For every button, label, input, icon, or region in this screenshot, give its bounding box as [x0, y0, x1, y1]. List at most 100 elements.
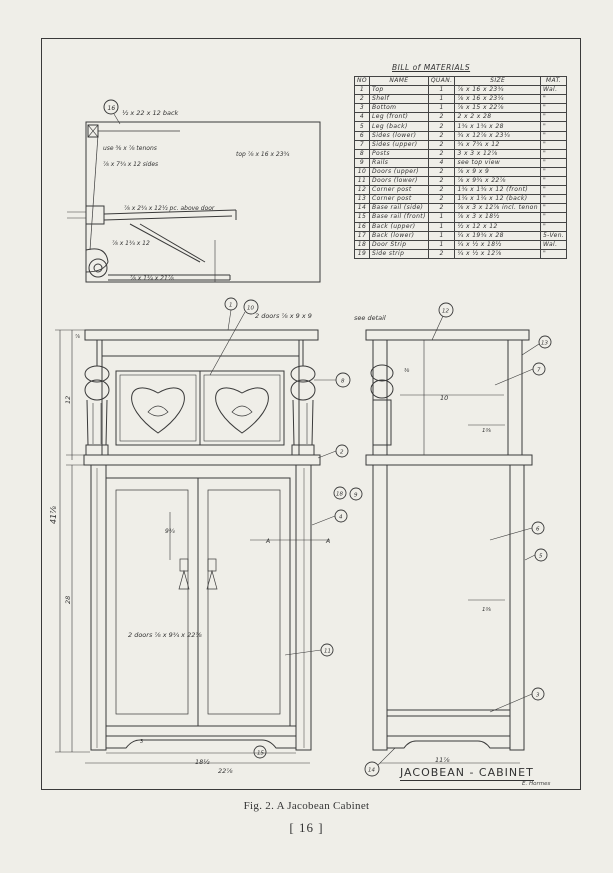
cell-name: Side strip [369, 248, 429, 259]
front-elevation [55, 329, 330, 764]
cell-mat: " [539, 139, 568, 150]
cell-no: 2 [353, 94, 371, 105]
cell-size: ¼ x ½ x 18½ [454, 239, 541, 250]
cell-size: ⅞ x 3 x 12⅞ incl. tenon [454, 203, 541, 214]
see-detail: see detail [354, 314, 386, 322]
table-header-row: NO NAME QUAN. SIZE MAT. [353, 75, 568, 87]
dim-door: 9¾ [165, 528, 175, 535]
cell-name: Leg (front) [369, 112, 429, 123]
cell-size: ⅞ x 16 x 23¾ [454, 85, 541, 96]
cell-quan: 2 [427, 203, 456, 214]
cell-name: Door Strip [369, 239, 429, 250]
bill-of-materials-title: BILL of MATERIALS [392, 63, 471, 72]
cell-no: 8 [353, 148, 371, 159]
cell-no: 13 [353, 194, 371, 205]
left-post [84, 340, 110, 456]
right-post [290, 340, 316, 456]
header-no: NO [353, 75, 371, 87]
cell-name: Corner post [369, 185, 429, 196]
cell-no: 6 [353, 130, 371, 141]
header-quan: QUAN. [427, 75, 456, 87]
cell-quan: 2 [427, 194, 456, 205]
cell-no: 3 [353, 103, 371, 114]
dim-lower: 28 [64, 596, 72, 604]
cell-quan: 2 [427, 130, 456, 141]
dim-depth: 10 [440, 394, 448, 402]
cell-mat: 5-Ven. [539, 230, 568, 241]
rail-note: ⅞ x 2¾ x 12½ pc. above door [124, 205, 215, 212]
cell-quan: 2 [427, 185, 456, 196]
cell-name: Sides (lower) [369, 130, 429, 141]
callout-13: 13 [541, 341, 548, 347]
section-a-right: A [325, 538, 330, 545]
cell-size: 1¼ x 1¼ x 12 (back) [454, 194, 541, 205]
cell-size: 3 x 3 x 12⅞ [454, 148, 541, 159]
callout-2: 2 [340, 450, 344, 456]
dim-side-width: 11⅞ [435, 756, 450, 764]
dim-width: 22⅞ [218, 767, 233, 775]
cell-mat: " [539, 248, 568, 259]
cell-size: ¼ x 19¾ x 28 [454, 230, 541, 241]
dim-base: 3 [140, 739, 143, 745]
cell-quan: 1 [427, 103, 456, 114]
cell-mat: " [539, 148, 568, 159]
cell-quan: 2 [427, 112, 456, 123]
page-number: [ 16 ] [289, 820, 324, 835]
cell-mat: " [539, 203, 568, 214]
callout-11: 11 [324, 649, 331, 655]
upper-doors-note: 2 doors ⅞ x 9 x 9 [255, 312, 312, 320]
side-elevation [365, 329, 533, 764]
cell-no: 17 [353, 230, 371, 241]
cell-mat: " [539, 103, 568, 114]
cell-name: Posts [369, 148, 429, 159]
cell-no: 4 [353, 112, 371, 123]
cell-size: 1¾ x 1¾ x 28 [454, 121, 541, 132]
cell-size: ⅞ x 9¾ x 22⅞ [454, 176, 541, 187]
cell-size: see top view [454, 157, 541, 168]
callout-16: 16 [108, 105, 116, 112]
dim-height: 41⅞ [49, 506, 58, 524]
draftsman-signature: E. Hormes [522, 781, 551, 787]
callout-12: 12 [442, 309, 449, 315]
cell-mat: Wal. [539, 85, 568, 96]
cell-quan: 2 [427, 248, 456, 259]
cell-size: ⅞ x 16 x 23¼ [454, 94, 541, 105]
cell-mat: " [539, 130, 568, 141]
cell-name: Base rail (front) [369, 212, 429, 223]
cell-name: Bottom [369, 103, 429, 114]
cell-size: ¾ x 7¾ x 12 [454, 139, 541, 150]
cell-no: 18 [353, 239, 371, 250]
cell-mat: Wal. [539, 239, 568, 250]
cell-quan: 1 [427, 221, 456, 232]
callout-18: 18 [336, 492, 343, 498]
sides-note: ⅞ x 7¾ x 12 sides [103, 161, 158, 168]
cell-name: Back (lower) [369, 230, 429, 241]
dim-c: 1⅜ [482, 607, 491, 613]
tenon-note: use ⅜ x ⅞ tenons [103, 145, 157, 152]
cell-mat: " [539, 157, 568, 168]
cell-no: 9 [353, 157, 371, 168]
cell-size: ⅞ x 3 x 18½ [454, 212, 541, 223]
cell-mat: " [539, 176, 568, 187]
top-note: top ⅞ x 16 x 23¾ [236, 151, 290, 158]
callout-10: 10 [247, 306, 254, 312]
cell-mat: " [539, 194, 568, 205]
cell-mat: " [539, 221, 568, 232]
cell-no: 1 [353, 85, 371, 96]
cell-mat: " [539, 121, 568, 132]
cell-size: ½ x 12 x 12 [454, 221, 541, 232]
cell-mat: " [539, 185, 568, 196]
cell-no: 12 [353, 185, 371, 196]
cell-name: Sides (upper) [369, 139, 429, 150]
cell-no: 7 [353, 139, 371, 150]
callout-8: 8 [341, 379, 345, 385]
